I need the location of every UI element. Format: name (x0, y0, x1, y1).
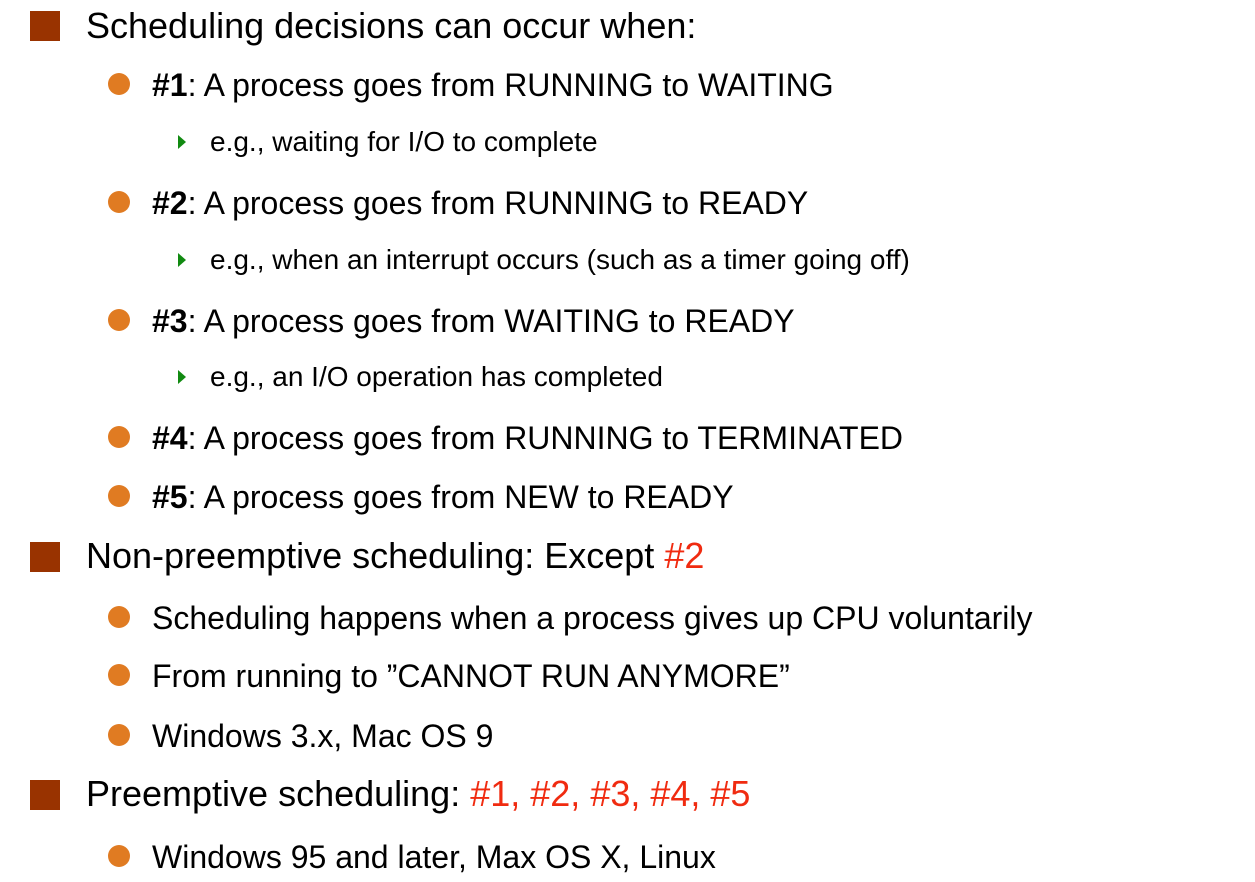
highlight-text: #2 (664, 535, 705, 576)
bullet-case-5: #5: A process goes from NEW to READY (152, 481, 734, 513)
bullet-item: Windows 3.x, Mac OS 9 (152, 718, 494, 754)
case-text: : A process goes from RUNNING to READY (187, 185, 809, 221)
bullet-item: Windows 95 and later, Max OS X, Linux (152, 839, 716, 875)
case-number: #3 (152, 303, 188, 339)
sub-bullet-case-1: e.g., waiting for I/O to complete (210, 126, 598, 157)
bullet-non-preemptive: Non-preemptive scheduling: Except #2 (86, 538, 704, 574)
sub-bullet-case-3: e.g., an I/O operation has completed (210, 361, 663, 392)
case-text: : A process goes from WAITING to READY (187, 303, 795, 339)
circle-bullet-icon (108, 724, 130, 746)
bullet-case-3: #3: A process goes from WAITING to READY (152, 305, 795, 337)
circle-bullet-icon (108, 191, 130, 213)
sub-bullet-case-2: e.g., when an interrupt occurs (such as … (210, 244, 910, 275)
circle-bullet-icon (108, 73, 130, 95)
bullet-text: Non-preemptive scheduling: Except (86, 535, 665, 576)
triangle-bullet-icon (178, 253, 186, 267)
case-number: #1 (152, 67, 188, 103)
case-number: #2 (152, 185, 188, 221)
circle-bullet-icon (108, 606, 130, 628)
bullet-case-4: #4: A process goes from RUNNING to TERMI… (152, 422, 903, 454)
triangle-bullet-icon (178, 135, 186, 149)
bullet-case-2: #2: A process goes from RUNNING to READY (152, 187, 808, 219)
bullet-preemptive: Preemptive scheduling: #1, #2, #3, #4, #… (86, 776, 750, 812)
bullet-case-1: #1: A process goes from RUNNING to WAITI… (152, 69, 834, 101)
circle-bullet-icon (108, 426, 130, 448)
circle-bullet-icon (108, 845, 130, 867)
bullet-item: Scheduling happens when a process gives … (152, 600, 1033, 636)
bullet-item: From running to ”CANNOT RUN ANYMORE” (152, 658, 790, 694)
case-number: #4 (152, 420, 188, 456)
square-bullet-icon (30, 542, 60, 572)
square-bullet-icon (30, 11, 60, 41)
circle-bullet-icon (108, 664, 130, 686)
case-text: : A process goes from RUNNING to WAITING (187, 67, 834, 103)
triangle-bullet-icon (178, 370, 186, 384)
bullet-text: Preemptive scheduling: (86, 773, 471, 814)
bullet-scheduling-decisions: Scheduling decisions can occur when: (86, 8, 696, 44)
case-text: : A process goes from NEW to READY (187, 479, 734, 515)
square-bullet-icon (30, 780, 60, 810)
bullet-text: Scheduling decisions can occur when: (86, 5, 697, 46)
case-number: #5 (152, 479, 188, 515)
highlight-text: #1, #2, #3, #4, #5 (470, 773, 751, 814)
case-text: : A process goes from RUNNING to TERMINA… (187, 420, 904, 456)
circle-bullet-icon (108, 485, 130, 507)
circle-bullet-icon (108, 309, 130, 331)
